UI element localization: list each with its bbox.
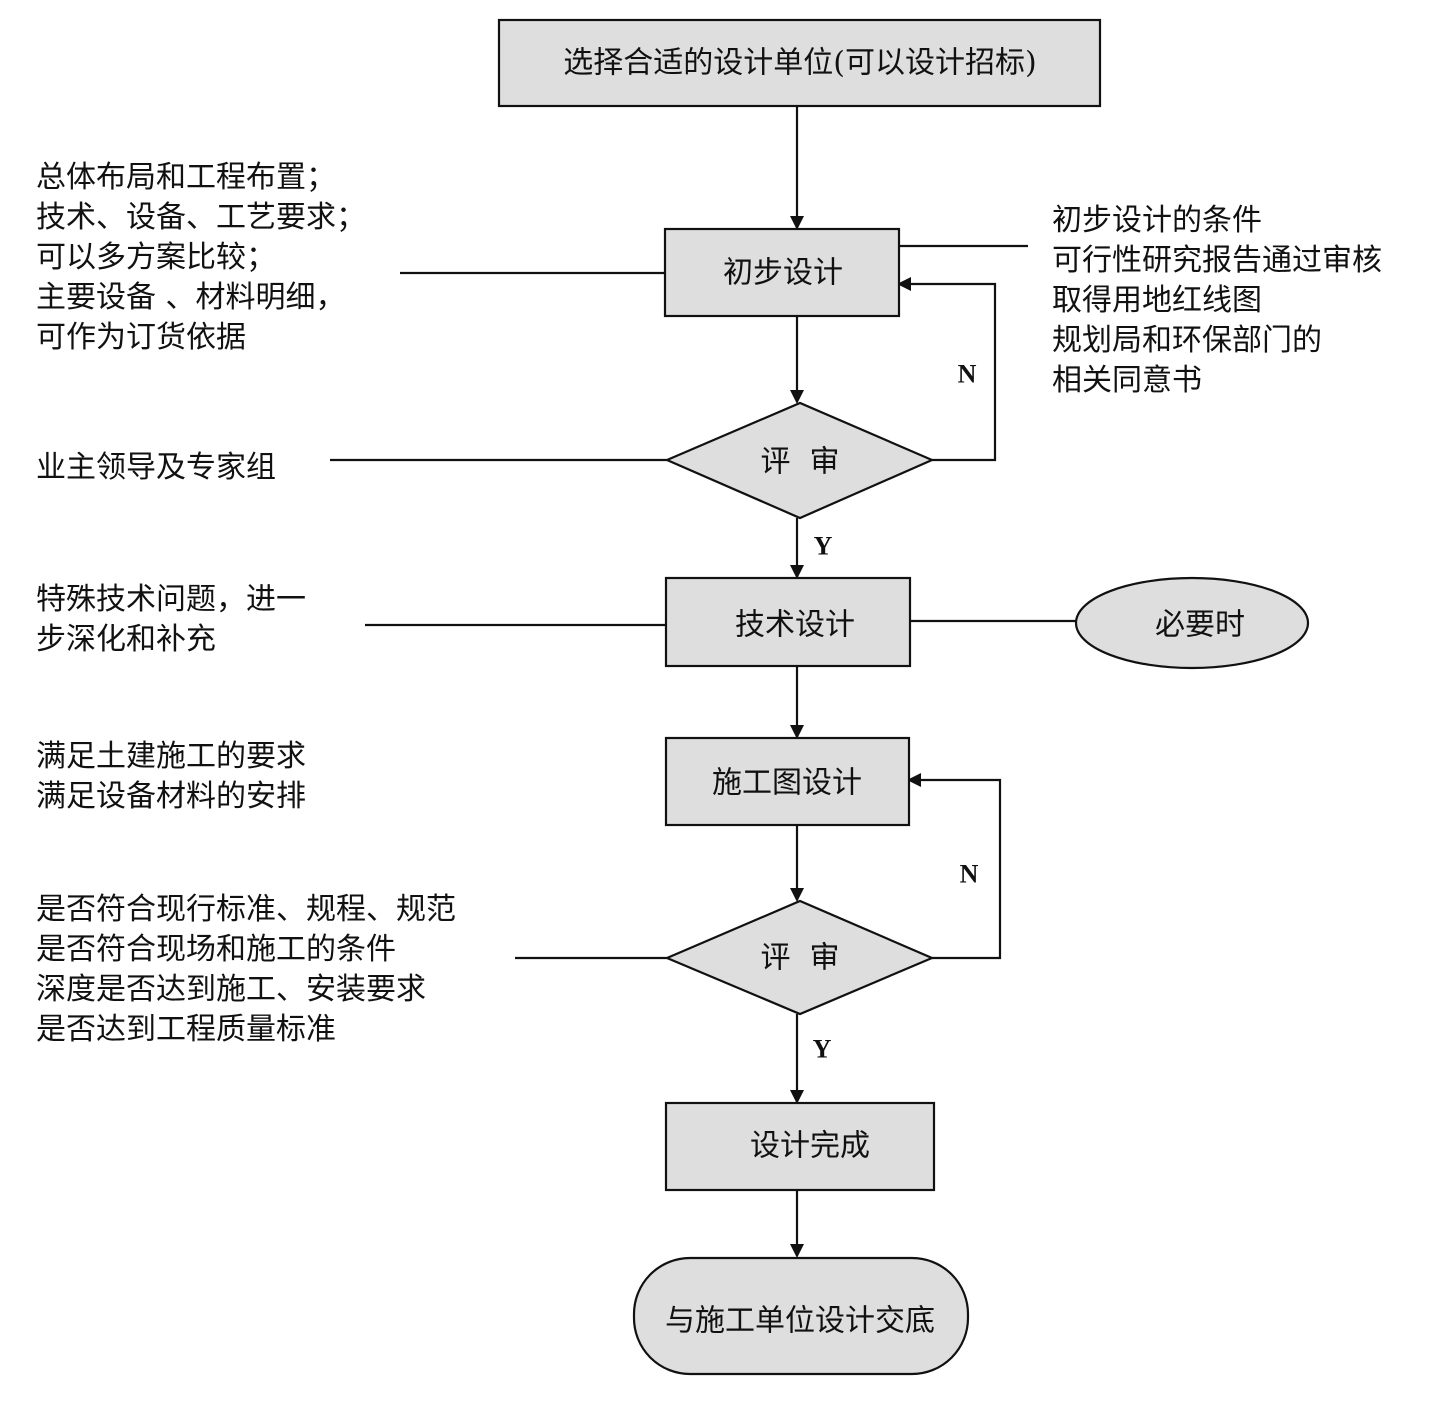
note-line: 可行性研究报告通过审核: [1052, 243, 1382, 278]
note-line: 可作为订货依据: [36, 320, 246, 355]
review2-yes-label: Y: [813, 1035, 832, 1064]
technical-design-box: [664, 576, 912, 668]
when-needed-label: 必要时: [1155, 608, 1245, 643]
note-line: 可以多方案比较；: [36, 240, 276, 275]
note-line: 特殊技术问题，进一: [36, 582, 306, 617]
review2-diamond: [664, 899, 935, 1016]
loop-review2-no: [907, 773, 1002, 960]
construction-drawing-label: 施工图设计: [712, 766, 862, 801]
review1-yes-label: Y: [814, 532, 833, 561]
preliminary-design-label: 初步设计: [723, 256, 843, 291]
when-needed-ellipse: [1074, 576, 1310, 670]
review1-left-note: 业主领导及专家组: [36, 448, 276, 488]
review1-no-label: N: [958, 360, 977, 389]
note-line: 步深化和补充: [36, 622, 216, 657]
review1-label: 评 审: [760, 445, 839, 480]
construction-left-note: 满足土建施工的要求 满足设备材料的安排: [36, 737, 306, 817]
note-line: 深度是否达到施工、安装要求: [36, 972, 426, 1007]
preliminary-left-note: 总体布局和工程布置； 技术、设备、工艺要求； 可以多方案比较； 主要设备 、材料…: [36, 158, 366, 358]
review2-no-label: N: [960, 860, 979, 889]
note-line: 业主领导及专家组: [36, 450, 276, 485]
note-line: 总体布局和工程布置；: [36, 160, 336, 195]
preliminary-design-box: [663, 227, 901, 318]
note-line: 满足设备材料的安排: [36, 779, 306, 814]
note-line: 主要设备 、材料明细，: [36, 280, 346, 315]
handover-label: 与施工单位设计交底: [665, 1304, 935, 1339]
handover-terminal: [632, 1256, 970, 1376]
design-complete-label: 设计完成: [750, 1129, 870, 1164]
technical-design-label: 技术设计: [735, 608, 855, 643]
preliminary-right-note: 初步设计的条件 可行性研究报告通过审核 取得用地红线图 规划局和环保部门的 相关…: [1052, 201, 1382, 401]
note-line: 技术、设备、工艺要求；: [36, 200, 366, 235]
technical-left-note: 特殊技术问题，进一 步深化和补充: [36, 580, 306, 660]
review2-left-note: 是否符合现行标准、规程、规范 是否符合现场和施工的条件 深度是否达到施工、安装要…: [36, 890, 456, 1050]
design-complete-box: [664, 1101, 936, 1192]
note-line: 规划局和环保部门的: [1052, 323, 1322, 358]
note-line: 是否符合现行标准、规程、规范: [36, 892, 456, 927]
note-line: 是否符合现场和施工的条件: [36, 932, 396, 967]
loop-review1-no: [897, 277, 997, 462]
note-line: 取得用地红线图: [1052, 283, 1262, 318]
note-line: 初步设计的条件: [1052, 203, 1262, 238]
construction-drawing-box: [664, 736, 911, 827]
review2-label: 评 审: [760, 941, 839, 976]
select-unit-box: [497, 18, 1102, 108]
select-unit-label: 选择合适的设计单位(可以设计招标): [563, 46, 1036, 81]
note-line: 相关同意书: [1052, 363, 1202, 398]
note-line: 是否达到工程质量标准: [36, 1012, 336, 1047]
note-line: 满足土建施工的要求: [36, 739, 306, 774]
review1-diamond: [664, 401, 935, 520]
